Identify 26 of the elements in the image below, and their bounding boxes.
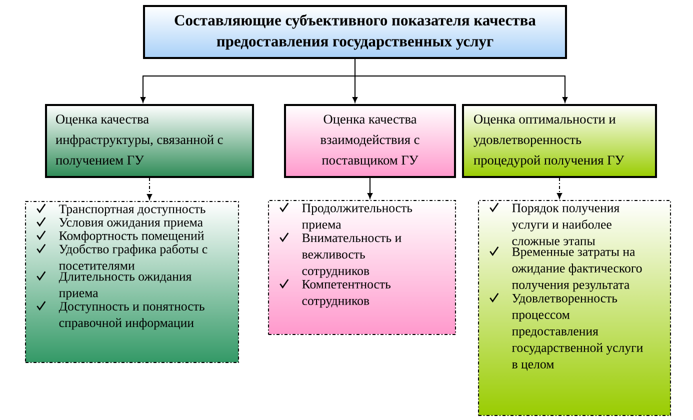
- category-box: [462, 104, 657, 178]
- arrow: [367, 178, 373, 199]
- category-box: [45, 104, 254, 178]
- list-item-text: Доступность и понятность справочной информации: [58, 302, 204, 330]
- item-list-box: [25, 201, 239, 363]
- list-item-text: Комфортность помещений: [59, 231, 204, 243]
- list-item-text: Временные затраты на ожидание фактического получения результата: [512, 248, 642, 292]
- category-text: Оценка качества инфраструктуры, связанной с получением ГУ: [56, 114, 223, 168]
- arrow: [146, 178, 152, 200]
- list-item-text: Длительность ожидания приема: [58, 272, 192, 300]
- list-item-text: Удобство графика работы с посетителями: [59, 244, 208, 270]
- list-item-text: Компетентность сотрудников: [302, 280, 390, 308]
- arrow: [354, 58, 568, 103]
- arrow: [556, 178, 562, 199]
- item-list-box: [268, 200, 456, 335]
- list-item-text: Удовлетворенность процессом предоставления государственной услуги в целом: [512, 294, 643, 371]
- category-text: Оценка оптимальности и удовлетворенность процедурой получения ГУ: [474, 114, 624, 168]
- category-box: [284, 104, 456, 178]
- list-item-text: Условия ожидания приема: [59, 218, 203, 230]
- category-text: Оценка качества взаимодействия с поставщиком ГУ: [320, 114, 420, 168]
- title-box: [143, 5, 567, 59]
- item-list-box: [478, 200, 671, 416]
- list-item-text: Продолжительность приема: [302, 204, 412, 232]
- title-text: Составляющие субъективного показателя качества предоставления государственных услуг: [174, 14, 536, 50]
- list-item-text: Внимательность и вежливость сотрудников: [302, 234, 402, 278]
- list-item-text: Транспортная доступность: [59, 204, 206, 216]
